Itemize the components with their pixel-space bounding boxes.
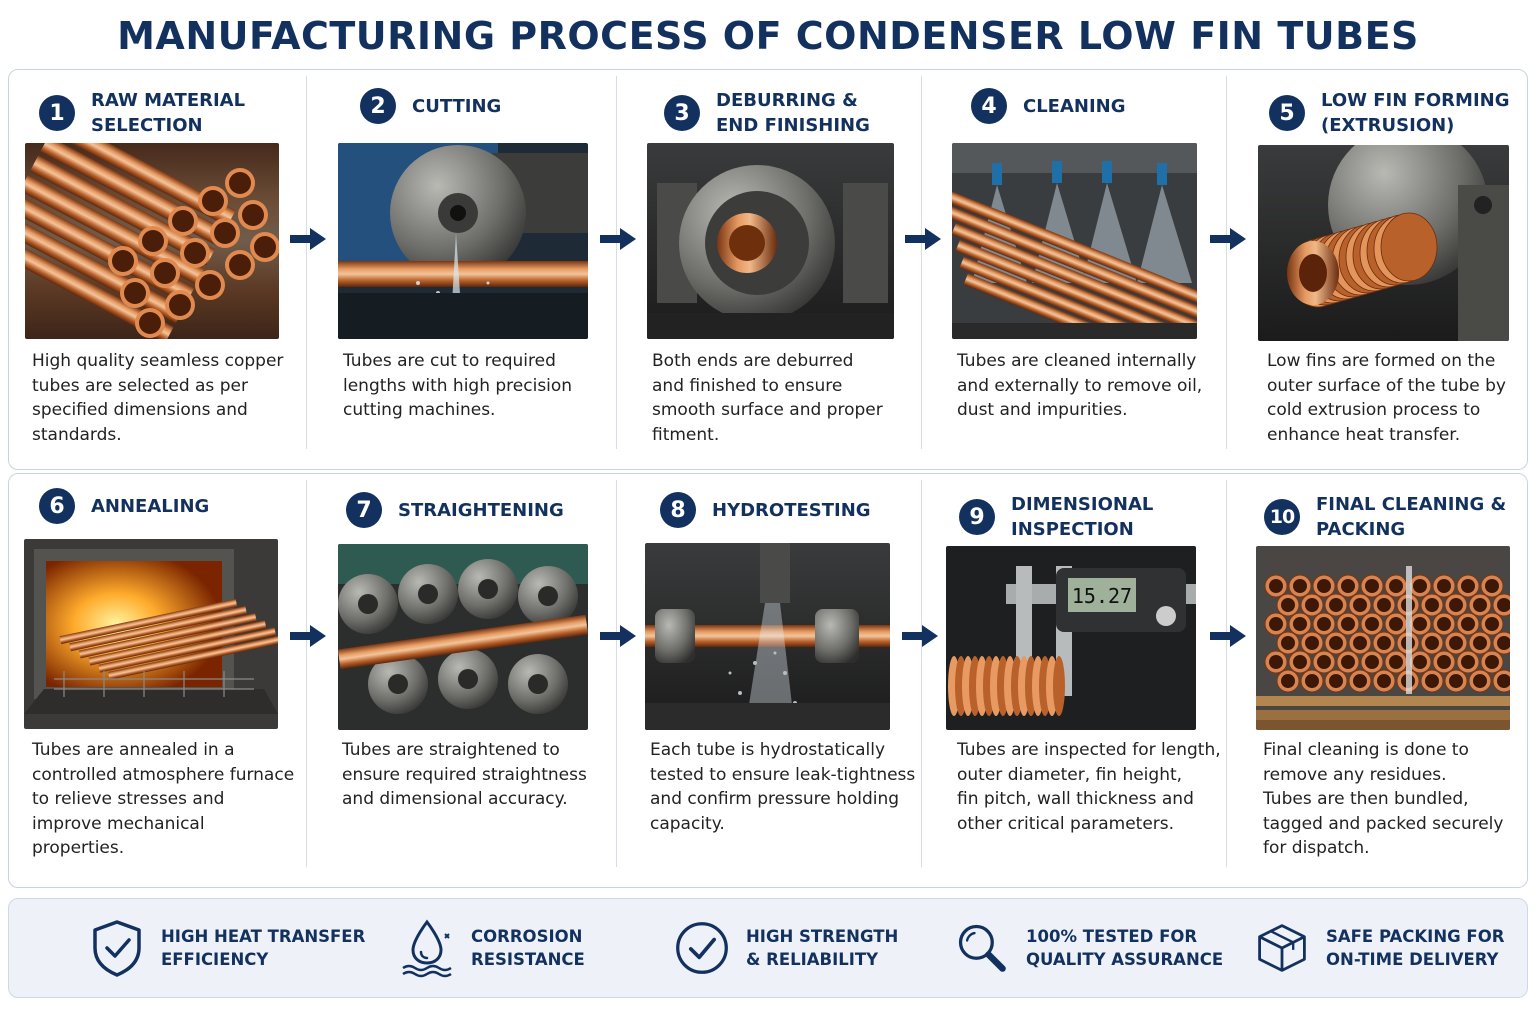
step-low-fin-forming: 5 LOW FIN FORMING (EXTRUSION) Low fins a… bbox=[1226, 70, 1529, 469]
step-annealing: 6 ANNEALING Tubes are annealed in a cont… bbox=[9, 474, 306, 887]
page-title: MANUFACTURING PROCESS OF CONDENSER LOW F… bbox=[117, 14, 1419, 58]
step-title: RAW MATERIAL SELECTION bbox=[91, 90, 246, 136]
step-title: DEBURRING & END FINISHING bbox=[716, 90, 870, 136]
straightening-rollers-photo bbox=[338, 544, 588, 730]
deburring-machine-photo bbox=[647, 143, 894, 339]
step-cutting: 2 CUTTING Tubes are cut to required leng bbox=[306, 70, 616, 469]
fin-extrusion-photo bbox=[1258, 145, 1509, 341]
step-number-badge: 3 bbox=[664, 95, 700, 131]
feature-label: HIGH HEAT TRANSFER EFFICIENCY bbox=[161, 927, 366, 969]
arrow-right-icon bbox=[600, 228, 636, 250]
step-divider bbox=[1226, 76, 1227, 449]
step-title: FINAL CLEANING & PACKING bbox=[1316, 494, 1507, 540]
feature-packing: SAFE PACKING FOR ON-TIME DELIVERY bbox=[1254, 899, 1504, 997]
water-drop-icon bbox=[402, 919, 452, 978]
step-hydrotesting: 8 HYDROTESTING Each tube is hydrostatica… bbox=[616, 474, 921, 887]
step-number-badge: 1 bbox=[39, 95, 75, 131]
feature-corrosion: CORROSION RESISTANCE bbox=[399, 899, 585, 997]
features-footer: HIGH HEAT TRANSFER EFFICIENCY CORROSION … bbox=[8, 898, 1528, 998]
magnifier-icon bbox=[958, 924, 1006, 972]
circle-check-icon bbox=[676, 922, 728, 974]
step-title: CLEANING bbox=[1023, 95, 1126, 117]
step-cleaning: 4 CLEANING Tubes are cleaned internally … bbox=[921, 70, 1226, 469]
step-description: Tubes are cleaned internally and externa… bbox=[957, 351, 1203, 421]
step-description: Final cleaning is done to remove any res… bbox=[1263, 740, 1504, 859]
feature-tested: 100% TESTED FOR QUALITY ASSURANCE bbox=[954, 899, 1223, 997]
step-description: Each tube is hydrostatically tested to e… bbox=[650, 740, 916, 834]
step-title: STRAIGHTENING bbox=[398, 499, 564, 521]
step-description: Tubes are annealed in a controlled atmos… bbox=[32, 740, 295, 859]
hydrotest-rig-photo bbox=[645, 543, 890, 730]
cleaning-spray-photo bbox=[952, 143, 1197, 339]
step-description: Tubes are straightened to ensure require… bbox=[342, 740, 587, 810]
step-divider bbox=[921, 76, 922, 449]
feature-label: CORROSION RESISTANCE bbox=[471, 927, 585, 969]
arrow-right-icon bbox=[1210, 228, 1246, 250]
step-divider bbox=[616, 480, 617, 867]
arrow-right-icon bbox=[290, 228, 326, 250]
arrow-right-icon bbox=[905, 228, 941, 250]
step-description: Tubes are cut to required lengths with h… bbox=[343, 351, 573, 421]
step-title: DIMENSIONAL INSPECTION bbox=[1011, 494, 1154, 540]
step-description: High quality seamless copper tubes are s… bbox=[32, 351, 284, 445]
step-title: LOW FIN FORMING (EXTRUSION) bbox=[1321, 90, 1510, 136]
step-description: Both ends are deburred and finished to e… bbox=[652, 351, 883, 445]
arrow-right-icon bbox=[1210, 625, 1246, 647]
feature-heat-transfer: HIGH HEAT TRANSFER EFFICIENCY bbox=[89, 899, 365, 997]
step-description: Low fins are formed on the outer surface… bbox=[1267, 351, 1506, 445]
copper-tube-stack-photo bbox=[25, 143, 279, 339]
step-number-badge: 5 bbox=[1269, 95, 1305, 131]
step-final-cleaning-packing: 10 FINAL CLEANING & PACKING Final cleani… bbox=[1226, 474, 1529, 887]
step-divider bbox=[306, 76, 307, 449]
arrow-right-icon bbox=[902, 625, 938, 647]
process-row-1: 1 RAW MATERIAL SELECTION High quality se… bbox=[8, 69, 1528, 470]
shield-check-icon bbox=[93, 920, 141, 977]
step-number-badge: 8 bbox=[660, 492, 696, 528]
feature-strength: HIGH STRENGTH & RELIABILITY bbox=[674, 899, 898, 997]
step-divider bbox=[1226, 480, 1227, 867]
step-divider bbox=[306, 480, 307, 867]
step-title: ANNEALING bbox=[91, 495, 210, 517]
step-deburring: 3 DEBURRING & END FINISHING Both ends ar… bbox=[616, 70, 921, 469]
feature-label: SAFE PACKING FOR ON-TIME DELIVERY bbox=[1326, 927, 1505, 969]
process-row-2: 6 ANNEALING Tubes are annealed in a cont… bbox=[8, 473, 1528, 888]
arrow-right-icon bbox=[290, 625, 326, 647]
step-number-badge: 2 bbox=[360, 88, 396, 124]
step-dimensional-inspection: 9 DIMENSIONAL INSPECTION 15.27 Tubes are… bbox=[921, 474, 1226, 887]
caliper-inspection-photo: 15.27 bbox=[946, 546, 1196, 730]
step-straightening: 7 STRAIGHTENING Tubes are straightened t… bbox=[306, 474, 616, 887]
step-number-badge: 10 bbox=[1264, 499, 1300, 535]
step-number-badge: 6 bbox=[39, 488, 75, 524]
step-title: CUTTING bbox=[412, 95, 502, 117]
step-number-badge: 4 bbox=[971, 88, 1007, 124]
package-box-icon bbox=[1258, 924, 1306, 972]
packed-tube-bundle-photo bbox=[1256, 546, 1510, 730]
step-title: HYDROTESTING bbox=[712, 499, 871, 521]
step-divider bbox=[921, 480, 922, 867]
feature-label: 100% TESTED FOR QUALITY ASSURANCE bbox=[1026, 927, 1224, 969]
step-divider bbox=[616, 76, 617, 449]
arrow-right-icon bbox=[600, 625, 636, 647]
step-number-badge: 7 bbox=[346, 492, 382, 528]
step-number-badge: 9 bbox=[959, 499, 995, 535]
cutting-machine-photo bbox=[338, 143, 588, 339]
step-raw-material: 1 RAW MATERIAL SELECTION High quality se… bbox=[9, 70, 306, 469]
annealing-furnace-photo bbox=[24, 539, 278, 729]
caliper-display-reading: 15.27 bbox=[1072, 584, 1132, 608]
step-description: Tubes are inspected for length, outer di… bbox=[957, 740, 1221, 834]
feature-label: HIGH STRENGTH & RELIABILITY bbox=[746, 927, 899, 969]
